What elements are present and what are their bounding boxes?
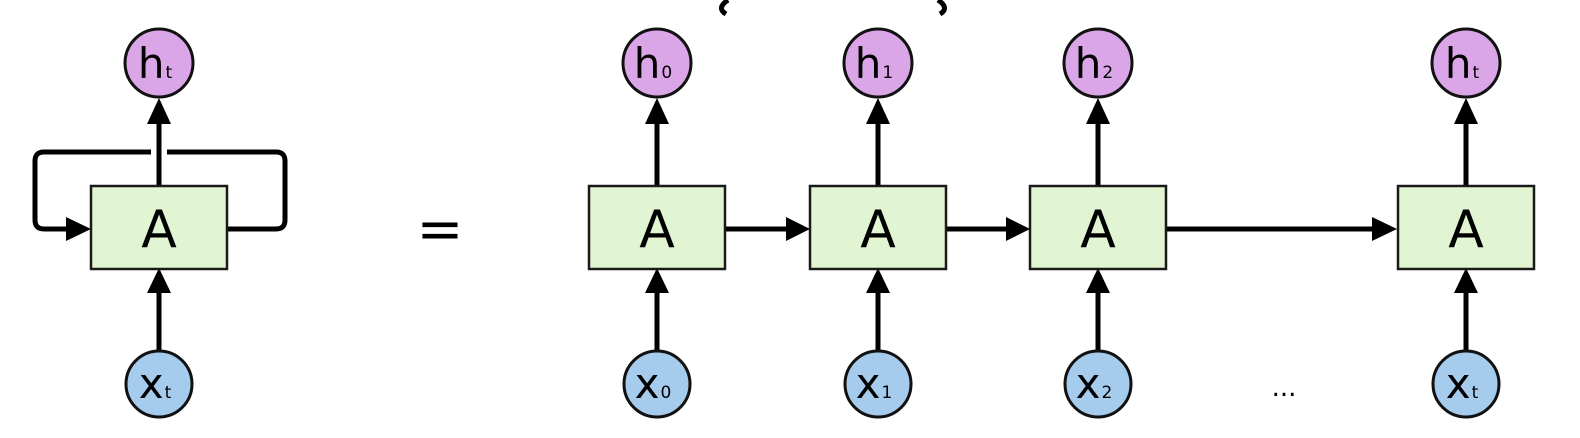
- step-0-output-label: h0: [634, 39, 672, 88]
- cropped-left-paren: [719, 0, 730, 17]
- step-0-cell-box: [587, 184, 727, 271]
- hidden-arrowhead-1-2: [1006, 217, 1030, 241]
- timestep-1: A h1 x1: [808, 27, 948, 419]
- unrolled-rnn: A h0 x0 A h1 x1: [587, 27, 1536, 419]
- ellipsis: ...: [1272, 373, 1297, 403]
- folded-cell-label: A: [141, 200, 177, 260]
- folded-output-node: [123, 27, 195, 99]
- timestep-t: A ht xt: [1396, 27, 1536, 419]
- step-2-output-arrowhead: [1086, 98, 1110, 124]
- step-t-cell-label: A: [1448, 200, 1484, 260]
- step-2-output-label: h2: [1075, 39, 1113, 88]
- step-2-input-arrowhead: [1086, 268, 1110, 293]
- step-t-cell-box: [1396, 184, 1536, 271]
- folded-input-arrowhead: [147, 268, 171, 293]
- folded-rnn: A ht xt: [32, 27, 288, 419]
- step-1-output-node: [842, 27, 914, 99]
- step-1-cell-label: A: [860, 200, 896, 260]
- folded-output-arrowhead: [147, 98, 171, 124]
- step-t-output-arrowhead: [1454, 98, 1478, 124]
- timestep-0: A h0 x0: [587, 27, 727, 419]
- step-0-output-node: [621, 27, 693, 99]
- step-2-cell-box: [1028, 184, 1168, 271]
- equals-sign: =: [417, 197, 464, 262]
- folded-cell-box: [89, 184, 229, 271]
- folded-output-label: ht: [138, 39, 173, 88]
- step-0-input-label: x0: [635, 359, 672, 408]
- step-2-output-node: [1062, 27, 1134, 99]
- recurrent-loop: [167, 149, 288, 232]
- step-0-cell-label: A: [639, 200, 675, 260]
- folded-input-label: xt: [139, 359, 172, 408]
- step-0-output-arrowhead: [645, 98, 669, 124]
- step-t-input-node: [1431, 349, 1501, 419]
- hidden-arrowhead-2-t: [1372, 217, 1397, 241]
- cropped-right-paren: [936, 0, 947, 17]
- step-1-output-label: h1: [855, 39, 893, 88]
- recurrent-loop-arrowhead: [66, 217, 91, 241]
- step-t-output-label: ht: [1445, 39, 1480, 88]
- step-1-input-label: x1: [856, 359, 893, 408]
- step-t-input-arrowhead: [1454, 268, 1478, 293]
- hidden-arrowhead-0-1: [786, 217, 810, 241]
- folded-input-node: [124, 349, 194, 419]
- step-1-cell-box: [808, 184, 948, 271]
- step-2-input-node: [1063, 349, 1133, 419]
- recurrent-loop-return: [32, 149, 151, 232]
- timestep-2: A h2 x2: [1028, 27, 1168, 419]
- step-1-input-arrowhead: [866, 268, 890, 293]
- step-0-input-node: [622, 349, 692, 419]
- step-1-input-node: [843, 349, 913, 419]
- step-0-input-arrowhead: [645, 268, 669, 293]
- step-t-output-node: [1430, 27, 1502, 99]
- step-2-input-label: x2: [1076, 359, 1113, 408]
- step-1-output-arrowhead: [866, 98, 890, 124]
- step-2-cell-label: A: [1080, 200, 1116, 260]
- step-t-input-label: xt: [1446, 359, 1479, 408]
